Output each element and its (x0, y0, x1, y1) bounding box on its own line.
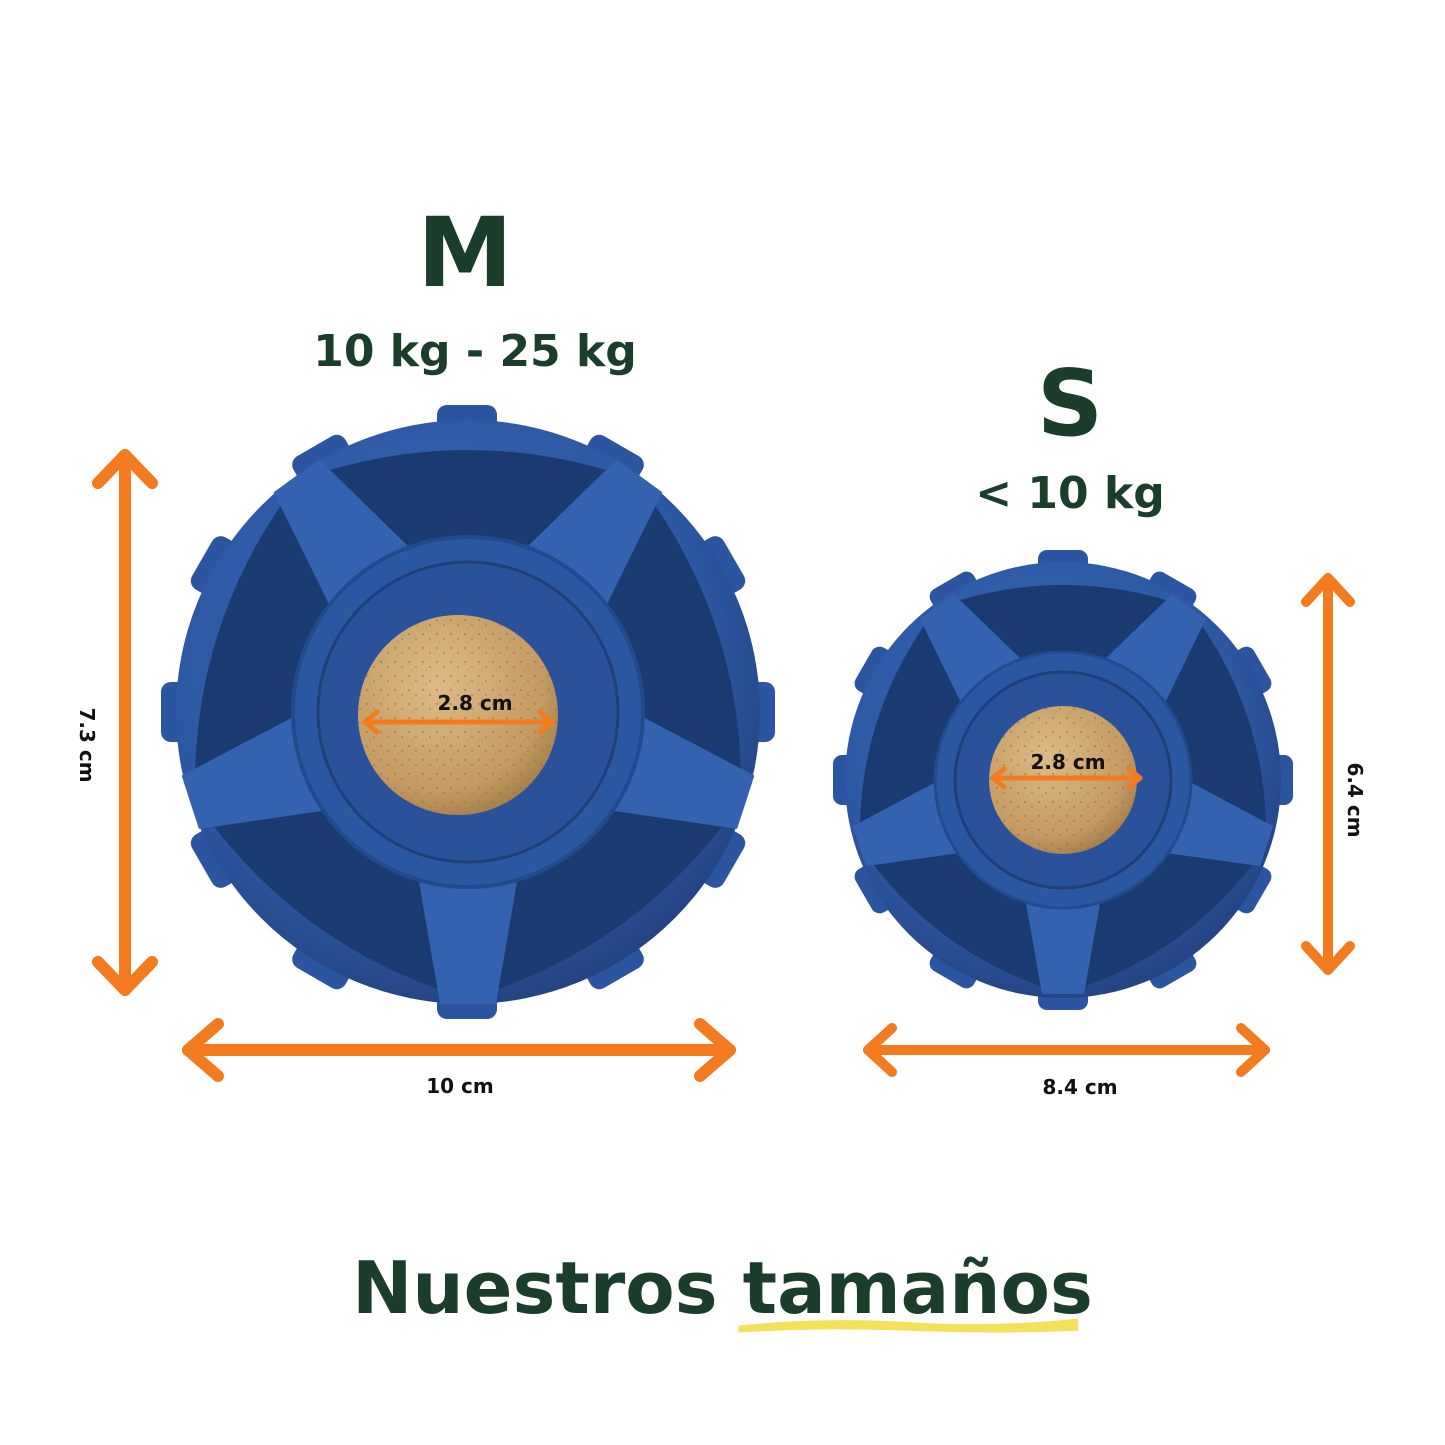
size-m-letter: M (417, 197, 513, 309)
size-s-letter: S (1036, 350, 1104, 457)
label-medium-width: 10 cm (426, 1074, 494, 1098)
arrow-small-height (1301, 573, 1355, 975)
page-title-part1: Nuestros (352, 1246, 743, 1330)
size-m-weight-range: 10 kg - 25 kg (313, 326, 637, 377)
label-ball-small: 2.8 cm (1030, 750, 1106, 774)
arrow-medium-width (182, 1018, 736, 1082)
arrow-medium-height (92, 449, 158, 996)
page-title-highlight: tamaños (738, 1252, 1093, 1333)
page-title-part2: tamaños (742, 1246, 1093, 1330)
label-small-width: 8.4 cm (1042, 1075, 1118, 1099)
arrow-small-width (863, 1023, 1270, 1077)
label-small-height: 6.4 cm (1343, 762, 1367, 838)
toy-medium (161, 405, 775, 1019)
label-medium-height: 7.3 cm (75, 707, 99, 783)
page-title: Nuestros tamaños (0, 1252, 1445, 1333)
label-ball-medium: 2.8 cm (437, 691, 513, 715)
arrow-ball-medium (362, 709, 555, 735)
size-s-weight-range: < 10 kg (975, 468, 1165, 519)
arrow-ball-small (990, 766, 1143, 790)
